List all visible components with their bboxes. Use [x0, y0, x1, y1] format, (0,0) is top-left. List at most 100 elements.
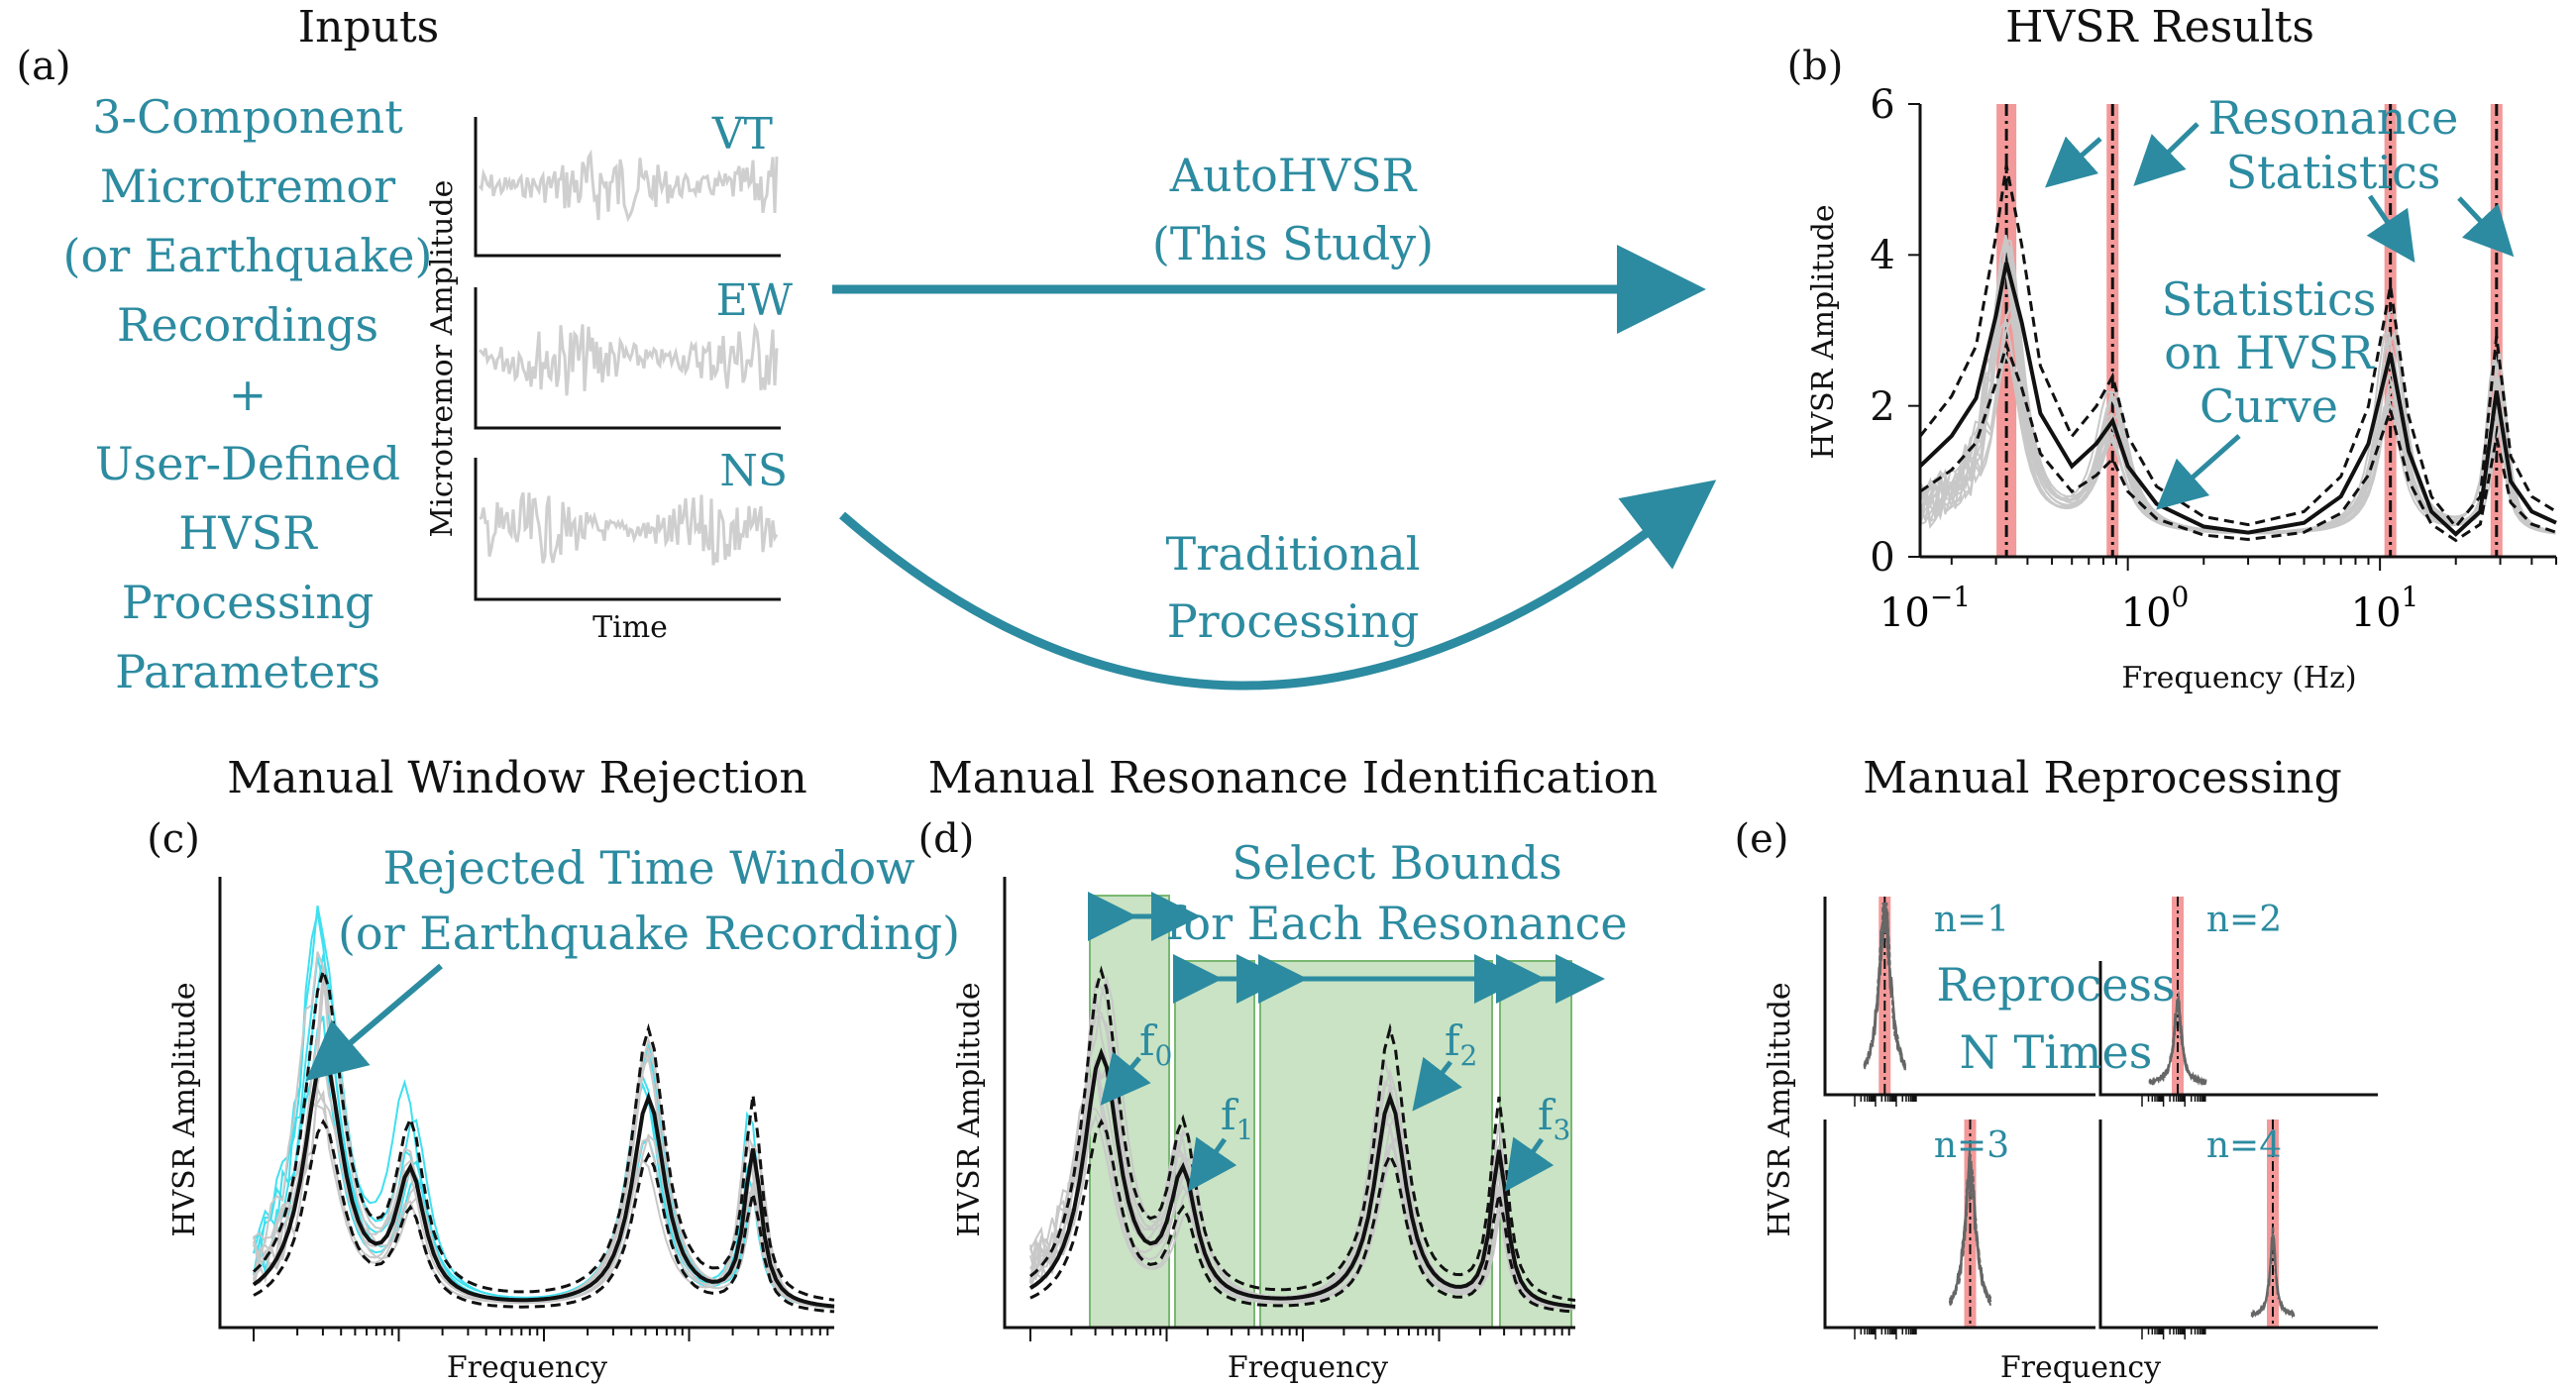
panel-b-annotation-arrows [2045, 122, 2515, 510]
xtick-label: 100 [2121, 581, 2190, 636]
hvsr-plus-std [1918, 164, 2557, 529]
inputs-line: + [229, 368, 268, 421]
component-label-ew: EW [716, 275, 794, 326]
peak-label-f3: f3 [1538, 1091, 1570, 1146]
traditional-label: Traditional [1166, 527, 1421, 581]
panel-b-xticks: 10−1 100 101 [1879, 581, 2418, 636]
reprocess-label: Reprocess [1936, 958, 2175, 1012]
waveform-ns: NS [474, 446, 788, 601]
peak-label-f2: f2 [1445, 1016, 1477, 1072]
hvsr-minus-std [1919, 340, 2557, 543]
panel-a: (a) Inputs 3-Component Microtremor (or E… [16, 2, 793, 698]
panel-d-label: (d) [918, 816, 975, 862]
rejected-window-arrow [305, 963, 443, 1082]
bound-span-arrows [1088, 892, 1605, 1004]
xtick-label: 10−1 [1879, 581, 1971, 636]
rejected-trace [253, 906, 835, 1309]
subplot-label: n=2 [2206, 900, 2282, 940]
hvsr-median [252, 1047, 835, 1309]
hvsr-trace [2250, 1231, 2296, 1319]
traditional-arrow [839, 480, 1717, 691]
rejected-window-label: (or Earthquake Recording) [338, 907, 960, 960]
inputs-line: User-Defined [95, 437, 400, 490]
panel-c-minor-ticks [253, 1328, 829, 1341]
panel-b-yticks: 0 2 4 6 [1870, 82, 1894, 581]
inputs-line: 3-Component [92, 90, 403, 144]
resonance-stats-label: Resonance [2208, 91, 2459, 145]
panel-b-xlabel: Frequency (Hz) [2121, 661, 2356, 695]
waveform-trace [479, 491, 779, 566]
ytick-label: 0 [1870, 535, 1894, 581]
autohvsr-label: AutoHVSR [1169, 149, 1418, 202]
inputs-line: Microtremor [100, 160, 395, 213]
hvsr-trace [2148, 997, 2207, 1086]
panel-c-label: (c) [147, 816, 200, 862]
panel-c-ylabel: HVSR Amplitude [167, 982, 202, 1236]
panel-d-ylabel: HVSR Amplitude [952, 982, 987, 1236]
hvsr-plus-std [252, 965, 835, 1302]
workflow-arrows: AutoHVSR (This Study) Traditional Proces… [832, 149, 1717, 691]
panel-a-label: (a) [16, 44, 70, 89]
panel-c: (c) Manual Window Rejection HVSR Amplitu… [147, 753, 960, 1385]
waveform-axes [474, 458, 781, 601]
ytick-label: 6 [1870, 82, 1894, 128]
waveform-trace [478, 321, 779, 396]
panel-a-ylabel: Microtremor Amplitude [425, 180, 460, 538]
inputs-line: (or Earthquake) [63, 229, 433, 282]
subplot-axes [2098, 961, 2378, 1097]
panel-d-title: Manual Resonance Identification [928, 753, 1659, 803]
hvsr-trace [1864, 903, 1907, 1070]
hvsr-median [1028, 1047, 1576, 1309]
panel-e: (e) Manual Reprocessing n=1 n=2 n=3 n=4 … [1735, 753, 2378, 1385]
panel-a-xlabel: Time [592, 610, 668, 645]
hvsr-median [1918, 262, 2557, 537]
peak-label-f1: f1 [1221, 1091, 1253, 1146]
subplot-label: n=3 [1934, 1125, 2009, 1166]
inputs-line: Processing [122, 576, 375, 629]
resonance-stats-label: Statistics [2226, 146, 2441, 199]
component-label-vt: VT [711, 109, 773, 160]
reprocess-subplots [1823, 897, 2378, 1339]
panel-b-ylabel: HVSR Amplitude [1806, 204, 1841, 459]
panel-e-ylabel: HVSR Amplitude [1763, 982, 1797, 1236]
curve-stats-label: Statistics [2162, 272, 2377, 326]
traditional-sublabel: Processing [1167, 594, 1420, 648]
panel-d-minor-ticks [1029, 1328, 1570, 1341]
curve-stats-label: on HVSR [2164, 326, 2375, 379]
inputs-line: Recordings [117, 298, 378, 352]
ytick-label: 4 [1870, 233, 1894, 278]
xtick-label: 101 [2351, 581, 2419, 636]
hvsr-traces [1918, 164, 2557, 543]
panel-e-title: Manual Reprocessing [1863, 753, 2342, 803]
panel-b-label: (b) [1787, 44, 1844, 89]
panel-c-xlabel: Frequency [447, 1350, 607, 1385]
inputs-line: HVSR [178, 506, 318, 560]
hvsr-trace [2250, 1242, 2296, 1318]
waveform-ew: EW [474, 275, 794, 430]
select-bounds-label: for Each Resonance [1166, 897, 1627, 950]
rejected-trace [253, 912, 835, 1310]
autohvsr-sublabel: (This Study) [1152, 217, 1434, 270]
hvsr-trace [253, 965, 835, 1309]
rejected-window-label: Rejected Time Window [382, 841, 914, 895]
waveform-vt: VT [474, 109, 781, 258]
subplot-label: n=1 [1934, 900, 2009, 940]
panel-d-xlabel: Frequency [1228, 1350, 1388, 1385]
reprocess-label: N Times [1960, 1025, 2153, 1079]
hvsr-trace [1948, 1153, 1991, 1305]
panel-a-title: Inputs [298, 2, 439, 53]
select-bounds-label: Select Bounds [1232, 836, 1561, 890]
waveform-trace [478, 149, 779, 223]
hvsr-trace [1029, 1112, 1576, 1310]
hvsr-minus-std [253, 1119, 835, 1314]
component-label-ns: NS [719, 446, 788, 496]
peak-arrows [1100, 1051, 1555, 1192]
subplot-axes [1823, 897, 2095, 1097]
curve-stats-label: Curve [2200, 379, 2338, 433]
panel-c-axes [218, 877, 834, 1330]
subplot-axes [2098, 1120, 2378, 1330]
panel-d: (d) Manual Resonance Identification HVSR… [918, 753, 1659, 1385]
panel-b-axes [1918, 104, 2556, 559]
panel-b-minor-ticks [1908, 103, 2557, 571]
